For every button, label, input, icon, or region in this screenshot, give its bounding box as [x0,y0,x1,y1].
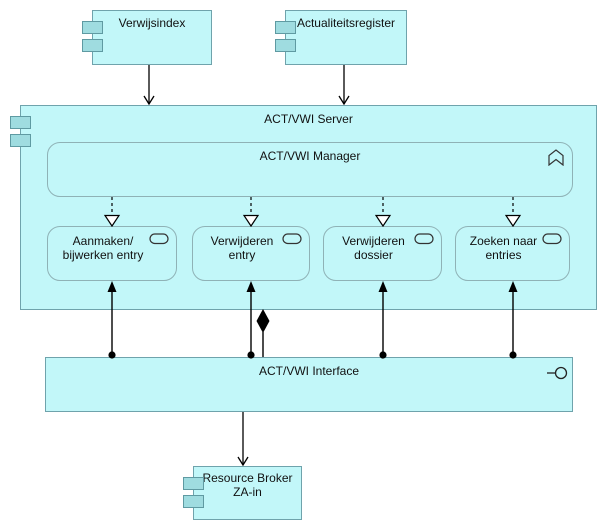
node-service-verwijderen-dossier[interactable]: Verwijderen dossier [323,226,442,281]
edge-interface-to-resource-broker [238,412,248,465]
node-label: ACT/VWI Interface [258,364,360,378]
node-label: Verwijsindex [118,16,186,30]
node-service-aanmaken-bijwerken-entry[interactable]: Aanmaken/ bijwerken entry [47,226,177,281]
edge-actualiteitsregister-to-server [339,65,349,104]
node-service-zoeken-naar-entries[interactable]: Zoeken naar entries [455,226,570,281]
service-icon [149,233,169,245]
component-tabs-icon [10,116,31,129]
node-label: ACT/VWI Server [264,112,353,126]
node-service-verwijderen-entry[interactable]: Verwijderen entry [192,226,310,281]
function-icon [548,149,564,166]
service-icon [282,233,302,245]
node-label: Aanmaken/ bijwerken entry [62,234,144,262]
node-act-vwi-interface[interactable]: ACT/VWI Interface [45,357,573,412]
node-verwijsindex[interactable]: Verwijsindex [82,10,212,65]
node-label: Zoeken naar entries [469,234,538,262]
service-icon [542,233,562,245]
node-act-vwi-manager[interactable]: ACT/VWI Manager [47,142,573,197]
edge-server-composes-interface [256,309,270,357]
node-label: Verwijderen dossier [342,234,405,262]
component-tabs-icon [82,21,103,34]
service-icon [414,233,434,245]
node-label: ACT/VWI Manager [259,149,361,163]
component-tabs-icon [82,39,103,52]
edge-verwijsindex-to-server [144,65,154,104]
node-label: Resource Broker ZA-in [202,471,293,499]
interface-lollipop-icon [547,366,568,380]
node-actualiteitsregister[interactable]: Actualiteitsregister [275,10,407,65]
component-tabs-icon [275,21,296,34]
component-tabs-icon [275,39,296,52]
component-tabs-icon [183,477,204,490]
node-label: Verwijderen entry [210,234,274,262]
component-tabs-icon [183,495,204,508]
node-resource-broker-za-in[interactable]: Resource Broker ZA-in [183,466,302,520]
node-label: Actualiteitsregister [296,16,396,30]
component-tabs-icon [10,134,31,147]
